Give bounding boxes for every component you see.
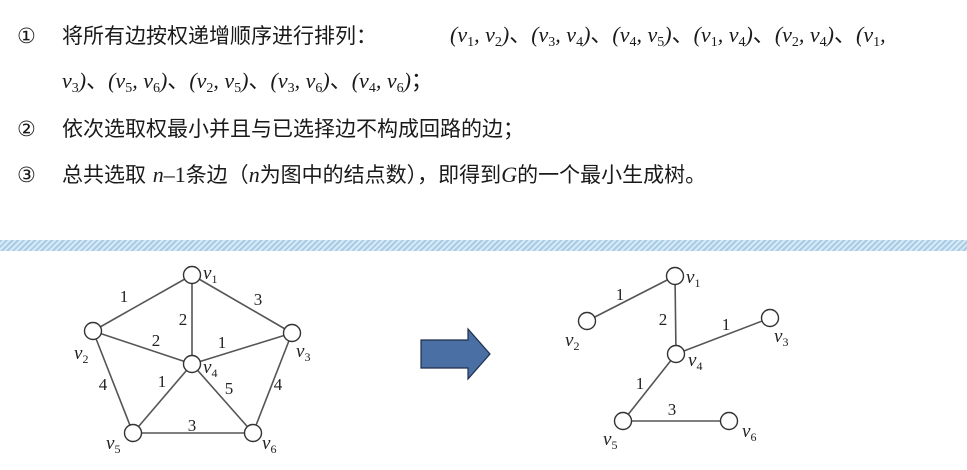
node-v4 xyxy=(182,354,202,374)
edge-weight-v4-v6: 5 xyxy=(225,379,234,398)
node-label-v6: v6 xyxy=(742,421,756,444)
step-2-text: 依次选取权最小并且与已选择边不构成回路的边； xyxy=(62,117,524,141)
node-v1 xyxy=(182,265,202,285)
math-G: G xyxy=(501,162,518,187)
node-label-v1: v1 xyxy=(203,263,217,286)
edge-weight-v1-v3: 3 xyxy=(254,290,263,309)
edge-v3-v6 xyxy=(252,332,293,434)
mst-graph-nodes: v1 v2 v3 v4 v5 v6 xyxy=(565,266,788,452)
edge-v4-v6 xyxy=(191,363,254,434)
edge-v2-v4 xyxy=(92,330,193,365)
step-1-edge-list-line-1: (v1, v2)、(v3, v4)、(v4, v5)、(v1, v4)、(v2,… xyxy=(450,22,886,50)
step-1-prefix: 将所有边按权递增顺序进行排列： xyxy=(62,24,377,48)
step-2-marker: ② xyxy=(17,117,36,141)
step-3-marker: ③ xyxy=(17,163,36,187)
node-v4 xyxy=(666,344,686,364)
right-arrow-icon xyxy=(420,327,491,381)
node-label-v5: v5 xyxy=(106,433,120,456)
edge-v2-v5 xyxy=(92,330,134,434)
step-1-edge-list-line-2: v3)、(v5, v6)、(v2, v5)、(v3, v6)、(v4, v6)； xyxy=(62,68,433,96)
edge-weight-v5-v6: 3 xyxy=(668,400,677,419)
edge-weight-v3-v4: 1 xyxy=(722,315,731,334)
edge-weight-v3-v4: 1 xyxy=(218,333,227,352)
node-label-v4: v4 xyxy=(203,357,217,380)
node-label-v5: v5 xyxy=(603,429,617,452)
node-v3 xyxy=(760,308,780,328)
node-label-v4: v4 xyxy=(688,350,702,373)
edge-weight-v4-v5: 1 xyxy=(158,372,167,391)
edge-v1-v2 xyxy=(92,274,193,332)
node-v2 xyxy=(577,311,597,331)
node-v5 xyxy=(613,411,633,431)
math-n-2: n xyxy=(248,162,260,187)
node-label-v6: v6 xyxy=(262,433,276,456)
edge-v1-v4 xyxy=(674,275,677,355)
step-1-marker: ① xyxy=(17,24,36,48)
node-v2 xyxy=(83,321,103,341)
step-3-text-d: 的一个最小生成树。 xyxy=(517,163,707,187)
node-v5 xyxy=(123,423,143,443)
node-label-v1: v1 xyxy=(686,267,700,290)
edge-weight-v1-v4: 2 xyxy=(659,310,668,329)
edge-weight-v1-v4: 2 xyxy=(179,310,188,329)
edge-weight-v1-v2: 1 xyxy=(616,285,625,304)
edge-weight-v4-v5: 1 xyxy=(636,374,645,393)
node-label-v2: v2 xyxy=(565,330,579,353)
edge-weight-v2-v4: 2 xyxy=(152,331,161,350)
edge-v3-v4 xyxy=(675,317,771,355)
original-graph-weights: 1 3 22 1 4 1 5 4 3 xyxy=(99,287,283,435)
edge-v1-v3 xyxy=(191,274,293,334)
node-v3 xyxy=(282,323,302,343)
mst-graph-edges xyxy=(586,275,771,422)
math-minus-one: –1 xyxy=(163,162,186,187)
original-graph-edges xyxy=(92,274,293,434)
step-3-text-a: 总共选取 xyxy=(62,163,153,187)
math-n: n xyxy=(152,162,164,187)
edge-v3-v4 xyxy=(191,332,293,365)
edge-weight-v1-v2: 1 xyxy=(120,287,129,306)
edge-v4-v5 xyxy=(622,353,677,422)
step-3-text-c: 为图中的结点数），即得到 xyxy=(259,163,502,187)
step-3-text: 总共选取 n–1条边（n为图中的结点数），即得到G的一个最小生成树。 xyxy=(62,161,706,189)
node-v6 xyxy=(243,423,263,443)
node-v1 xyxy=(665,266,685,286)
mst-graph-weights: 1 2 1 1 3 xyxy=(616,285,731,419)
node-label-v2: v2 xyxy=(74,343,88,366)
striped-divider xyxy=(0,240,967,251)
edge-weight-v2-v5: 4 xyxy=(99,375,108,394)
edge-weight-v3-v6: 4 xyxy=(274,375,283,394)
node-v6 xyxy=(719,411,739,431)
edge-weight-v5-v6: 3 xyxy=(188,416,197,435)
edge-v4-v5 xyxy=(132,363,193,434)
node-label-v3: v3 xyxy=(774,326,788,349)
step-3-text-b: 条边（ xyxy=(185,163,249,187)
edge-v1-v2 xyxy=(586,275,676,322)
node-label-v3: v3 xyxy=(296,341,310,364)
